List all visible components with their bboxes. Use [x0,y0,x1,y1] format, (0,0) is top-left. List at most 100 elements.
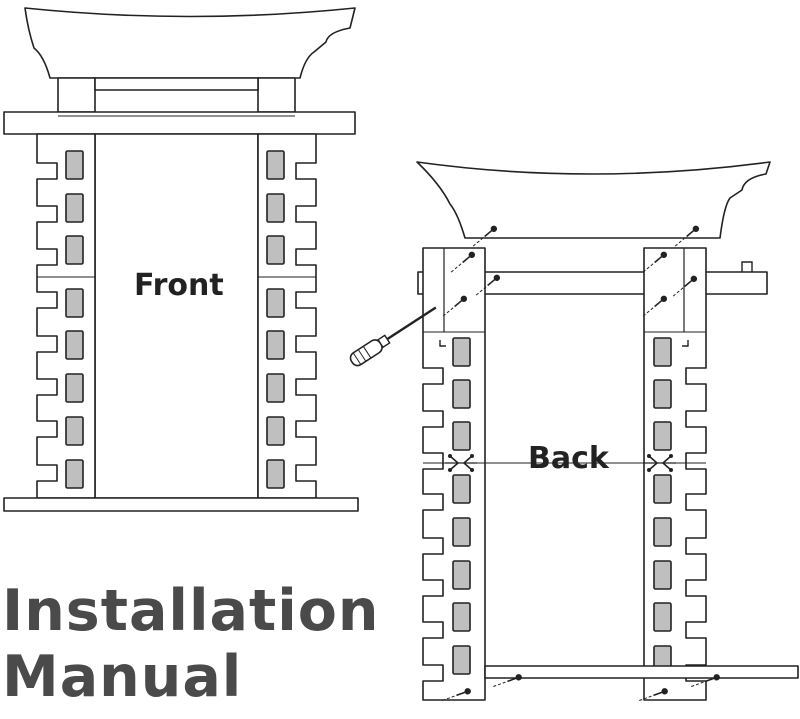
back-brackets [439,340,689,347]
screw-7-shaft [684,279,693,288]
screw-4-guide [442,307,454,317]
screw-9-head [464,688,471,695]
front-post-right [257,77,296,113]
back-slot-left-2 [452,379,471,409]
screw-11-guide [639,695,652,701]
screw-3-guide [475,286,487,296]
screw-9 [442,688,471,701]
screw-12-guide [691,681,704,687]
screw-7 [672,275,698,297]
front-slot-right-1 [266,150,285,180]
screw-3-shaft [487,278,496,287]
front-slot-left-8 [65,459,84,489]
screw-6 [642,251,668,273]
front-view [3,7,359,512]
front-slot-right-6 [266,373,285,403]
screw-2-head [468,251,476,258]
back-hinge-left-pin-4 [470,468,474,472]
screw-8-shaft [654,299,663,308]
front-slot-left-5 [65,330,84,360]
back-slot-left-1 [452,337,471,367]
back-hinge-left-pin-2 [448,468,452,472]
screw-5-shaft [686,229,695,238]
front-post-left [57,77,96,113]
front-slot-left-6 [65,373,84,403]
back-upright-right [643,247,707,701]
screw-6-shaft [654,255,663,264]
screw-1 [472,225,498,247]
screw-3 [475,274,501,296]
front-slot-right-8 [266,459,285,489]
back-slot-right-1 [653,337,672,367]
screw-2 [450,251,476,273]
front-crossbar [3,111,356,135]
front-slot-left-2 [65,193,84,223]
screw-1-shaft [484,229,493,238]
front-label: Front [134,268,224,303]
back-hinge-right-pin-2 [647,468,651,472]
back-hinge-left-pin-3 [470,454,474,458]
manual-title: Installation Manual [2,578,380,710]
back-hinge-left [445,454,477,472]
back-slot-right-3 [653,421,672,451]
screw-5-head [692,225,700,232]
screw-4-shaft [454,299,463,308]
front-slot-left-1 [65,150,84,180]
screw-10 [493,674,522,687]
screwdriver-icon [349,306,437,367]
screw-11-head [661,688,668,695]
screw-7-guide [672,287,684,297]
front-slot-right-5 [266,330,285,360]
back-slot-left-6 [452,560,471,590]
screw-12 [691,674,720,687]
back-hinge-left-pin-1 [448,454,452,458]
screw-2-shaft [462,255,471,264]
screw-5 [674,225,700,247]
screw-10-shaft [507,677,518,683]
front-slot-right-3 [266,235,285,265]
screw-8-guide [642,307,654,317]
screw-8-head [660,295,668,302]
screw-3-head [493,274,501,281]
screw-10-guide [493,681,506,687]
back-hinge-right-pin-3 [669,454,673,458]
back-hinge-right [644,454,676,472]
screwdriver-grip-1 [352,352,362,365]
screw-12-head [713,674,720,681]
back-top-cap [416,161,771,239]
front-slot-right-2 [266,193,285,223]
screw-6-guide [642,263,654,273]
screw-10-head [515,674,522,681]
front-slot-left-4 [65,288,84,318]
screw-6-head [660,251,668,258]
front-slot-right-4 [266,288,285,318]
back-slot-left-7 [452,602,471,632]
screwdriver-ferrule [377,334,391,349]
screw-9-guide [442,695,455,701]
screw-11-shaft [653,691,664,697]
back-slot-right-6 [653,560,672,590]
screw-7-head [690,275,698,282]
screwdriver-grip-3 [362,346,372,359]
front-inner-panel [94,133,259,499]
back-slot-left-4 [452,474,471,504]
front-upright-right [257,133,317,499]
back-slot-right-7 [653,602,672,632]
back-upright-left [422,247,486,701]
title-line-1: Installation [2,578,380,644]
back-slot-right-5 [653,517,672,547]
back-slot-left-3 [452,421,471,451]
screw-4 [442,295,468,317]
screwdriver-grip-2 [357,349,367,362]
front-top-cap [24,7,356,79]
title-line-2: Manual [2,644,243,710]
screw-4-head [460,295,468,302]
back-view [349,161,799,701]
back-hinge-right-pin-4 [669,468,673,472]
screw-5-guide [674,237,686,247]
back-hinge-right-pin-1 [647,454,651,458]
screwdriver-shaft [386,306,437,341]
screw-11 [639,688,668,701]
